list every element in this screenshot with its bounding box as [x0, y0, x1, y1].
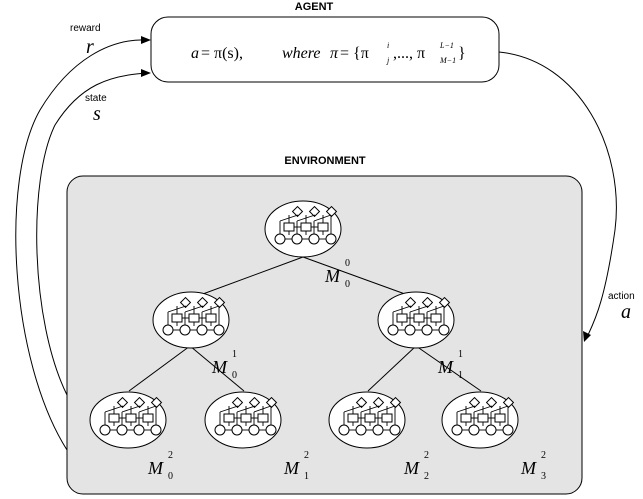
node-sub: 0 — [232, 370, 237, 381]
edge-l1-1-l2-3 — [415, 345, 482, 392]
node-sup: 2 — [168, 450, 173, 461]
node-label: M — [211, 357, 228, 377]
formula-sup-l: L−1 — [439, 41, 454, 50]
state-arrow — [36, 72, 149, 396]
node-sup: 0 — [345, 258, 350, 269]
agent-title: AGENT — [295, 1, 334, 13]
reward-symbol: r — [86, 36, 94, 58]
tree-node-l2-3: M 2 3 — [441, 391, 546, 482]
state-label: state — [85, 93, 107, 104]
agent-policy-formula: a = π(s), where π = {π j i ,..., π M−1 L… — [191, 41, 466, 65]
tree-node-l1-1: M 1 1 — [377, 291, 463, 381]
action-arrow — [498, 51, 617, 336]
action-symbol: a — [621, 301, 631, 323]
tree-edges — [128, 256, 482, 392]
formula-sup-i: i — [387, 41, 389, 50]
tree-node-l2-0: M 2 0 — [89, 391, 173, 482]
node-label: M — [324, 266, 341, 286]
formula-sub-m: M−1 — [439, 56, 456, 65]
node-sup: 2 — [424, 450, 429, 461]
state-arrowhead — [141, 69, 151, 77]
reward-label: reward — [70, 23, 101, 34]
environment-title: ENVIRONMENT — [284, 155, 366, 167]
node-label: M — [437, 357, 454, 377]
node-sup: 2 — [304, 450, 309, 461]
action-label: action — [608, 291, 635, 302]
formula-set-close: } — [458, 45, 466, 62]
agent-box — [150, 16, 500, 83]
formula-pi: π — [330, 45, 339, 62]
reward-arrow — [15, 39, 149, 451]
edge-root-l1-0 — [191, 256, 304, 299]
node-sub: 3 — [541, 471, 546, 482]
tree-node-root: M 0 0 — [264, 200, 350, 290]
formula-action: a — [191, 45, 199, 62]
formula-where: where — [282, 45, 321, 62]
edge-l1-0-l2-1 — [189, 345, 245, 392]
formula-dots: ,..., π — [393, 45, 425, 62]
node-sub: 1 — [458, 370, 463, 381]
edge-root-l1-1 — [302, 256, 417, 299]
edge-l1-0-l2-0 — [128, 345, 191, 392]
state-symbol: s — [93, 103, 101, 125]
node-sub: 1 — [304, 471, 309, 482]
node-label: M — [403, 458, 420, 478]
edge-l1-1-l2-2 — [367, 345, 417, 392]
formula-policy-eq: = π(s), — [201, 45, 243, 62]
node-sub: 2 — [424, 471, 429, 482]
action-arrowhead — [583, 331, 591, 342]
node-label: M — [520, 458, 537, 478]
node-sup: 2 — [541, 450, 546, 461]
tree-node-l1-0: M 1 0 — [152, 291, 237, 381]
node-sub: 0 — [345, 279, 350, 290]
tree-node-l2-1: M 2 1 — [204, 391, 309, 482]
formula-set-open: = {π — [340, 45, 369, 62]
node-sup: 1 — [458, 349, 463, 360]
node-sub: 0 — [168, 471, 173, 482]
node-label: M — [147, 458, 164, 478]
node-sup: 1 — [232, 349, 237, 360]
formula-sub-j: j — [386, 56, 390, 65]
tree-node-l2-2: M 2 2 — [328, 391, 429, 482]
node-label: M — [283, 458, 300, 478]
reward-arrowhead — [141, 36, 151, 44]
